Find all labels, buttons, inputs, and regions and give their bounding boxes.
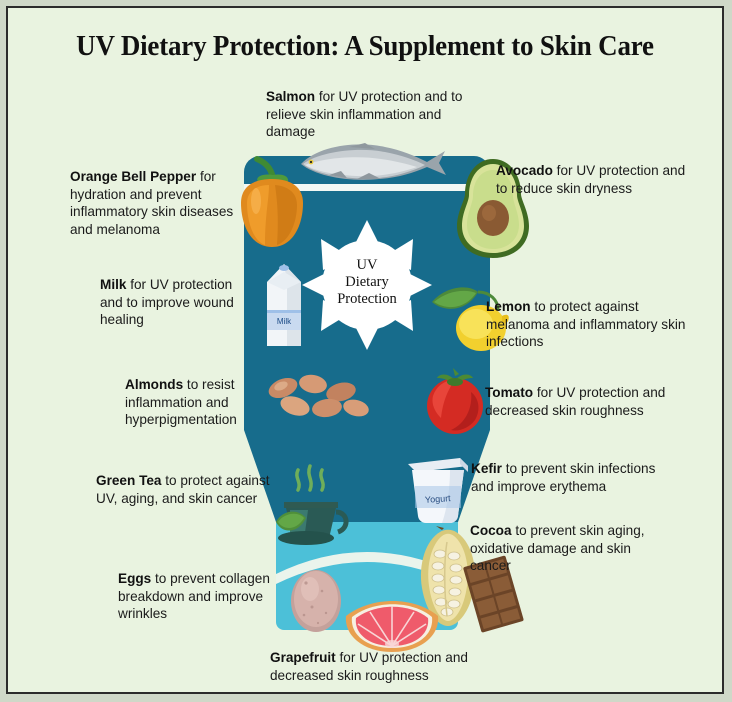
callout-salmon: Salmon for UV protection and to relieve … bbox=[266, 88, 491, 141]
avocado-icon bbox=[457, 159, 529, 258]
callout-food-eggs: Eggs bbox=[118, 571, 152, 586]
salmon-icon bbox=[301, 143, 446, 180]
yogurt-cup-icon: Yogurt bbox=[408, 458, 468, 524]
callout-text-milk: for UV protection and to improve wound h… bbox=[100, 277, 234, 328]
callout-food-tomato: Tomato bbox=[485, 385, 534, 400]
center-label-line-3: Protection bbox=[337, 291, 397, 307]
callout-almonds: Almonds to resist inflammation and hyper… bbox=[125, 376, 267, 429]
callout-green-tea: Green Tea to protect against UV, aging, … bbox=[96, 472, 281, 507]
callout-text-green-tea: to protect against UV, aging, and skin c… bbox=[96, 473, 270, 506]
callout-text-orange-bell-pepper: for hydration and prevent inflammatory s… bbox=[70, 169, 234, 237]
callout-eggs: Eggs to prevent collagen breakdown and i… bbox=[118, 570, 288, 623]
milk-carton-label: Milk bbox=[277, 317, 292, 326]
center-sun-label: UV Dietary Protection bbox=[312, 257, 422, 308]
callout-text-cocoa: to prevent skin aging, oxidative damage … bbox=[470, 523, 645, 574]
callout-milk: Milk for UV protection and to improve wo… bbox=[100, 276, 258, 329]
lemon-icon bbox=[432, 287, 509, 351]
callout-food-grapefruit: Grapefruit bbox=[270, 650, 336, 665]
callout-text-tomato: for UV protection and decreased skin rou… bbox=[485, 385, 666, 418]
callout-text-avocado: for UV protection and to reduce skin dry… bbox=[496, 163, 686, 196]
milk-carton-icon: Milk bbox=[267, 264, 301, 346]
callout-food-cocoa: Cocoa bbox=[470, 523, 512, 538]
infographic-poster: UV Dietary Protection: A Supplement to S… bbox=[6, 6, 724, 694]
callout-lemon: Lemon to protect against melanoma and in… bbox=[486, 298, 686, 351]
callout-text-grapefruit: for UV protection and decreased skin rou… bbox=[270, 650, 468, 683]
callout-text-eggs: to prevent collagen breakdown and improv… bbox=[118, 571, 270, 622]
center-label-line-2: Dietary bbox=[345, 274, 389, 290]
callout-grapefruit: Grapefruit for UV protection and decreas… bbox=[270, 649, 510, 684]
center-label-line-1: UV bbox=[356, 257, 378, 273]
callout-orange-bell-pepper: Orange Bell Pepper for hydration and pre… bbox=[70, 168, 238, 238]
callout-food-orange-bell-pepper: Orange Bell Pepper bbox=[70, 169, 197, 184]
callout-food-lemon: Lemon bbox=[486, 299, 531, 314]
callout-text-almonds: to resist inflammation and hyperpigmenta… bbox=[125, 377, 237, 428]
cocoa-pod-icon bbox=[420, 526, 524, 633]
callout-tomato: Tomato for UV protection and decreased s… bbox=[485, 384, 681, 419]
almonds-icon bbox=[268, 374, 369, 418]
callout-food-almonds: Almonds bbox=[125, 377, 184, 392]
callout-food-green-tea: Green Tea bbox=[96, 473, 162, 488]
callout-kefir: Kefir to prevent skin infections and imp… bbox=[471, 460, 677, 495]
green-tea-cup-icon bbox=[276, 464, 349, 545]
callout-cocoa: Cocoa to prevent skin aging, oxidative d… bbox=[470, 522, 645, 575]
tomato-icon bbox=[427, 368, 483, 434]
callout-food-kefir: Kefir bbox=[471, 461, 502, 476]
page-title: UV Dietary Protection: A Supplement to S… bbox=[76, 30, 654, 62]
callout-food-avocado: Avocado bbox=[496, 163, 553, 178]
yogurt-cup-label: Yogurt bbox=[425, 493, 452, 505]
callout-text-lemon: to protect against melanoma and inflamma… bbox=[486, 299, 686, 350]
callout-food-salmon: Salmon bbox=[266, 89, 316, 104]
bell-pepper-icon bbox=[241, 156, 303, 247]
callout-avocado: Avocado for UV protection and to reduce … bbox=[496, 162, 692, 197]
callout-text-kefir: to prevent skin infections and improve e… bbox=[471, 461, 656, 494]
callout-food-milk: Milk bbox=[100, 277, 127, 292]
grapefruit-icon bbox=[345, 601, 439, 652]
egg-icon bbox=[291, 570, 341, 632]
callout-text-salmon: for UV protection and to relieve skin in… bbox=[266, 89, 463, 140]
